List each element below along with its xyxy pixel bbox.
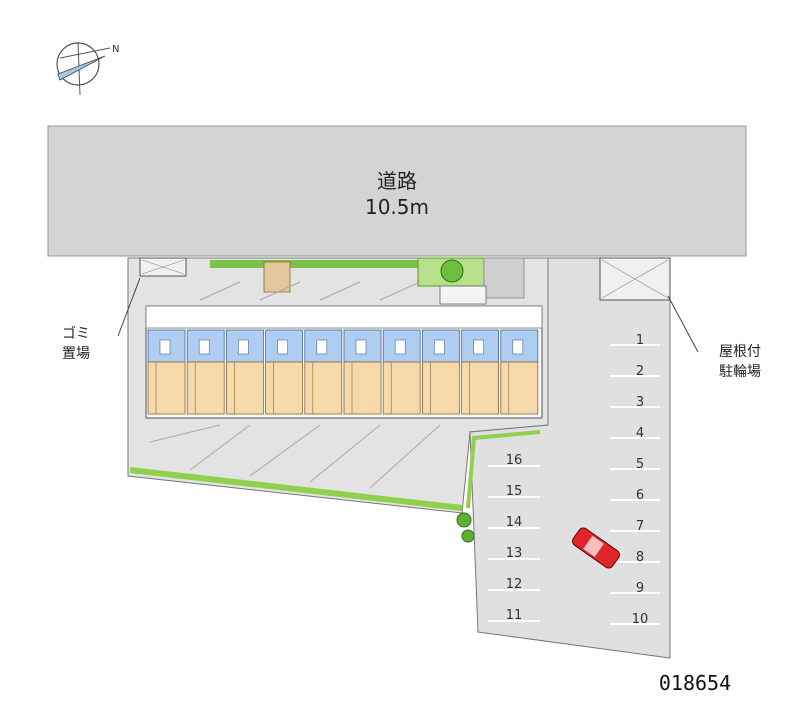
parking-space: 3 <box>610 395 660 410</box>
parking-space-number: 13 <box>506 546 523 561</box>
tree <box>440 259 464 283</box>
apartment-unit <box>265 329 304 415</box>
apartment-unit <box>500 329 539 415</box>
stair <box>439 285 487 305</box>
apartment-unit <box>421 329 460 415</box>
parking-space: 16 <box>488 453 540 468</box>
bike-label-2: 駐輪場 <box>719 363 761 380</box>
parking-space: 2 <box>610 364 660 379</box>
apartment-unit <box>461 329 500 415</box>
road-width: 10.5m <box>365 195 429 219</box>
parking-space-number: 10 <box>632 612 649 627</box>
paved-entry <box>483 257 525 299</box>
parking-space: 15 <box>488 484 540 499</box>
road <box>47 125 747 257</box>
driveway-lines <box>149 281 441 489</box>
compass-north-label: N <box>112 44 119 55</box>
parking-space: 6 <box>610 488 660 503</box>
garbage-label-2: 置場 <box>62 346 90 362</box>
parking-space-number: 7 <box>636 519 644 534</box>
parking-space-number: 1 <box>636 333 644 348</box>
parking-space-number: 5 <box>636 457 644 472</box>
apartment-unit <box>343 329 382 415</box>
parking-space-number: 12 <box>506 577 523 592</box>
parking-space-number: 11 <box>506 608 523 623</box>
parking-space: 13 <box>488 546 540 561</box>
property-code: 018654 <box>659 671 731 695</box>
parking-space: 8 <box>610 550 660 565</box>
parking-space-number: 14 <box>506 515 523 530</box>
apartment-unit <box>382 329 421 415</box>
parking-space-number: 9 <box>636 581 644 596</box>
parking-space: 4 <box>610 426 660 441</box>
parking-space-number: 4 <box>636 426 644 441</box>
hedge-bottom <box>129 467 463 511</box>
parking-space-number: 6 <box>636 488 644 503</box>
parking-space: 9 <box>610 581 660 596</box>
hedge-top <box>210 260 430 268</box>
parking-space: 1 <box>610 333 660 348</box>
parking-space: 14 <box>488 515 540 530</box>
parking-space-number: 15 <box>506 484 523 499</box>
storage-box <box>263 261 291 293</box>
parking-space-number: 16 <box>506 453 523 468</box>
parking-space-number: 3 <box>636 395 644 410</box>
road-name: 道路 <box>377 169 417 193</box>
shrub <box>461 529 475 543</box>
compass-icon: N <box>56 41 119 96</box>
bike-label-1: 屋根付 <box>719 344 761 360</box>
parking-space: 12 <box>488 577 540 592</box>
apartment-unit <box>186 329 225 415</box>
garbage-label-1: ゴミ <box>62 325 90 342</box>
hedge-right <box>466 430 541 509</box>
parking-space-number: 2 <box>636 364 644 379</box>
apartment-unit <box>147 329 186 415</box>
parking-space: 5 <box>610 457 660 472</box>
car-icon <box>572 527 620 569</box>
building <box>145 305 543 419</box>
parking-space: 11 <box>488 608 540 623</box>
parking-space: 10 <box>610 612 660 627</box>
apartment-unit <box>304 329 343 415</box>
parking-space-number: 8 <box>636 550 644 565</box>
parking-space: 7 <box>610 519 660 534</box>
apartment-unit <box>225 329 264 415</box>
shrub <box>456 512 472 528</box>
